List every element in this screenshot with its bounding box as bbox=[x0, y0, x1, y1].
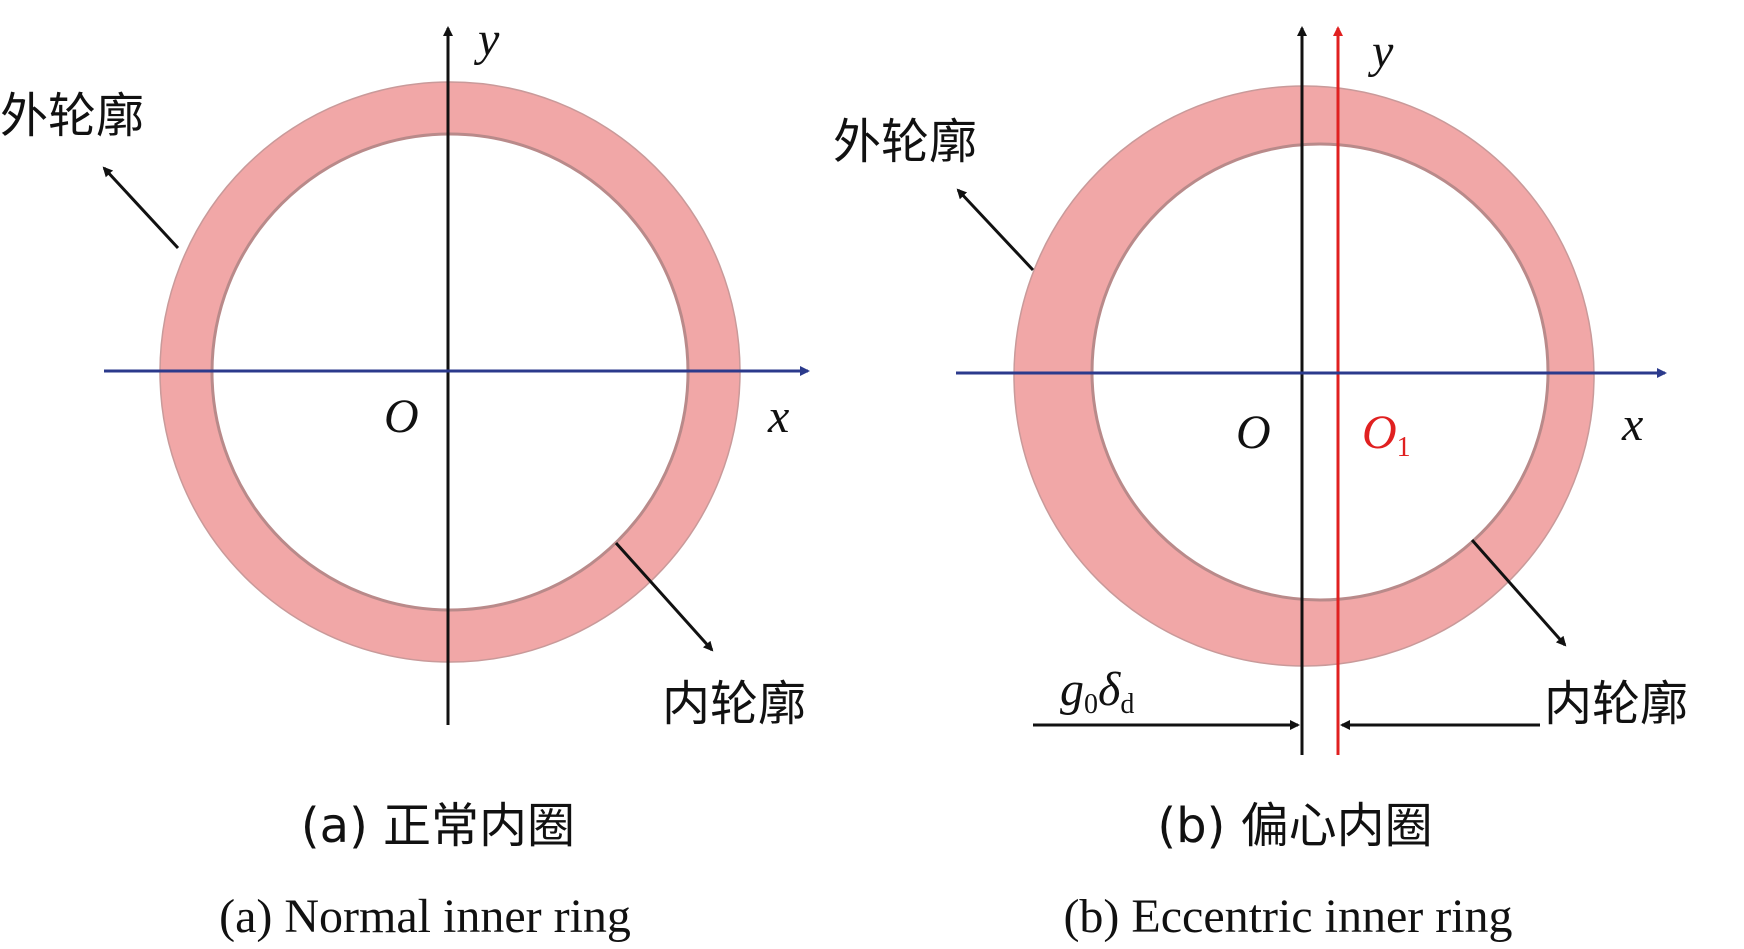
panel-a-outer-contour-arrow bbox=[102, 166, 180, 250]
panel-a-outer-contour-label: 外轮廓 bbox=[0, 88, 144, 144]
panel-b-inner-contour-label: 内轮廓 bbox=[1544, 676, 1688, 732]
panel-b-origin-label: O bbox=[1236, 406, 1271, 459]
panel-a-inner-contour-label: 内轮廓 bbox=[662, 676, 806, 732]
panel-b-offset-delta-sub: d bbox=[1120, 689, 1134, 720]
panel-a-origin-label: O bbox=[384, 390, 419, 443]
panel-b-outer-contour-arrow bbox=[956, 188, 1035, 272]
panel-b-eccentric-origin-label: O1 bbox=[1362, 406, 1411, 463]
panel-b-offset-label: g0δd bbox=[1060, 663, 1134, 720]
panel-a-x-axis-label: x bbox=[767, 390, 789, 443]
panel-a-caption-en: (a) Normal inner ring bbox=[219, 890, 631, 943]
panel-b-x-axis-label: x bbox=[1621, 398, 1643, 451]
panel-b-offset-g: g bbox=[1060, 663, 1084, 716]
panel-b-caption-en: (b) Eccentric inner ring bbox=[1063, 890, 1512, 943]
panel-b-offset-g-sub: 0 bbox=[1084, 689, 1098, 720]
panel-b-inner-contour-arrow bbox=[1470, 539, 1567, 647]
panel-a-caption-cn: (a) 正常内圈 bbox=[301, 798, 575, 854]
panel-b-eccentric-origin-sub: 1 bbox=[1397, 432, 1411, 463]
panel-b-eccentric-inner-ring: y x O O1 外轮廓 内轮廓 g0δd (b) 偏心内圈 (b) Eccen… bbox=[833, 25, 1688, 943]
panel-b-eccentric-origin-main: O bbox=[1362, 406, 1397, 459]
panel-b-y-axis-label: y bbox=[1367, 25, 1394, 78]
panel-b-offset-delta: δ bbox=[1098, 663, 1121, 716]
panel-b-caption-cn: (b) 偏心内圈 bbox=[1157, 798, 1432, 854]
panel-a-inner-contour-arrow bbox=[614, 541, 714, 652]
panel-a-y-axis-label: y bbox=[473, 13, 500, 66]
panel-b-outer-contour-label: 外轮廓 bbox=[833, 114, 977, 170]
panel-a-normal-inner-ring: y x O 外轮廓 内轮廓 (a) 正常内圈 (a) Normal inner … bbox=[0, 13, 810, 943]
